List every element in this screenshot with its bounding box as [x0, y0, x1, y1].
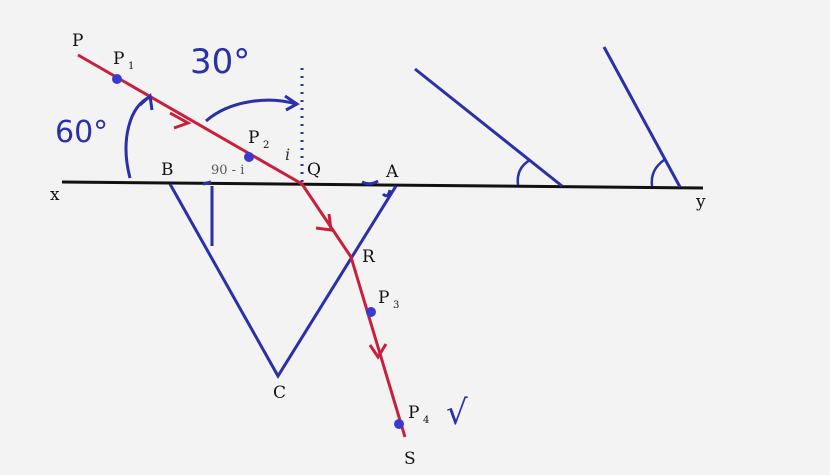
ray-arrow-2	[315, 213, 333, 232]
prism-triangle	[168, 183, 398, 379]
label-pin3: P	[378, 288, 389, 308]
label-pin1-sub: 1	[128, 61, 134, 72]
apex-angle-mark-a	[361, 179, 392, 198]
reference-angle-arc-2	[650, 158, 665, 187]
label-x: x	[50, 185, 60, 205]
label-p: P	[72, 31, 83, 51]
label-c: C	[273, 383, 286, 403]
reference-angle-arc-1	[516, 158, 531, 186]
pin-p3	[366, 307, 376, 317]
label-pin3-sub: 3	[393, 300, 399, 311]
label-y: y	[695, 192, 706, 212]
label-b: B	[161, 160, 174, 180]
label-angle-i: i	[285, 145, 290, 164]
annotation-checkmark: √	[446, 393, 468, 433]
label-s: S	[404, 449, 416, 469]
label-pin4-sub: 4	[423, 415, 429, 426]
label-pin2: P	[248, 128, 259, 148]
line-xy	[61, 180, 704, 190]
label-pin2-sub: 2	[263, 140, 269, 151]
pin-p1	[112, 74, 122, 84]
ray-arrow-3	[368, 343, 388, 360]
ray-arrow-1	[169, 111, 192, 130]
sixty-arrow-head	[138, 93, 154, 111]
sixty-arrow	[124, 95, 151, 179]
complement-angle-mark	[202, 180, 214, 246]
light-ray	[77, 53, 407, 438]
annotation-sixty-degrees: 60°	[55, 115, 108, 150]
annotation-thirty-degrees: 30°	[190, 42, 250, 82]
label-pin1: P	[113, 49, 124, 69]
reference-line-1	[414, 67, 563, 188]
pin-p4	[394, 419, 404, 429]
reference-line-2	[602, 46, 682, 188]
label-angle-complement: 90 - i	[211, 163, 244, 178]
label-a: A	[385, 162, 399, 182]
pin-p2	[244, 152, 254, 162]
thirty-arrow	[205, 98, 297, 123]
label-pin4: P	[408, 403, 419, 423]
thirty-arrow-head	[284, 94, 300, 112]
label-q: Q	[307, 160, 321, 180]
label-r: R	[362, 247, 376, 267]
